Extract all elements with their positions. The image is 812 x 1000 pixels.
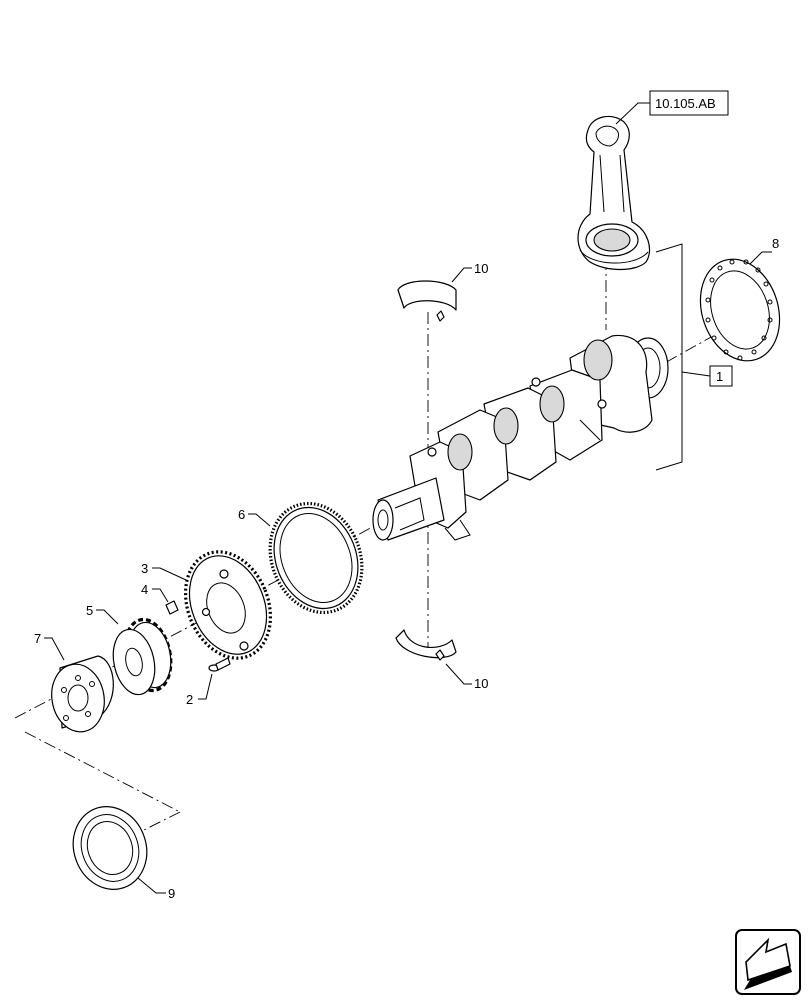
connecting-rod xyxy=(577,115,651,271)
callout-item-9-label: 9 xyxy=(168,886,175,901)
front-seal xyxy=(72,806,148,890)
crankshaft xyxy=(372,334,669,541)
callout-item-5-label: 5 xyxy=(86,603,93,618)
callout-item-7[interactable]: 7 xyxy=(34,631,65,661)
callout-item-3[interactable]: 3 xyxy=(141,561,187,581)
bearing-shell-lower xyxy=(395,629,457,661)
rear-seal xyxy=(699,258,781,362)
dowel-pin xyxy=(165,600,179,615)
callout-item-1[interactable]: 1 xyxy=(709,365,733,387)
callout-item-10-upper[interactable]: 10 xyxy=(451,261,488,283)
callout-ref-10105ab[interactable]: 10.105.AB xyxy=(615,90,729,125)
callout-item-2[interactable]: 2 xyxy=(186,673,213,707)
callout-item-8[interactable]: 8 xyxy=(749,236,779,265)
ring-gear xyxy=(268,501,364,615)
callout-item-1-label: 1 xyxy=(716,369,723,384)
callout-item-4[interactable]: 4 xyxy=(141,582,169,603)
screw xyxy=(208,657,231,672)
callout-item-6-label: 6 xyxy=(238,507,245,522)
callout-item-2-label: 2 xyxy=(186,692,193,707)
assembly-bracket xyxy=(655,243,711,471)
bearing-shell-upper xyxy=(397,280,457,322)
callout-item-4-label: 4 xyxy=(141,582,148,597)
callout-item-8-label: 8 xyxy=(772,236,779,251)
callout-item-3-label: 3 xyxy=(141,561,148,576)
callout-item-6[interactable]: 6 xyxy=(238,507,271,527)
callout-item-10-upper-label: 10 xyxy=(474,261,488,276)
callout-item-10-lower-label: 10 xyxy=(474,676,488,691)
callout-item-9[interactable]: 9 xyxy=(137,877,175,901)
callout-item-7-label: 7 xyxy=(34,631,41,646)
callout-item-10-lower[interactable]: 10 xyxy=(445,663,488,691)
tone-wheel xyxy=(183,550,273,660)
callout-item-5[interactable]: 5 xyxy=(86,603,119,625)
crank-gear xyxy=(112,617,173,696)
arrow-box-icon[interactable] xyxy=(735,929,801,995)
hub xyxy=(51,655,114,733)
callout-ref-10105ab-label: 10.105.AB xyxy=(655,96,716,111)
